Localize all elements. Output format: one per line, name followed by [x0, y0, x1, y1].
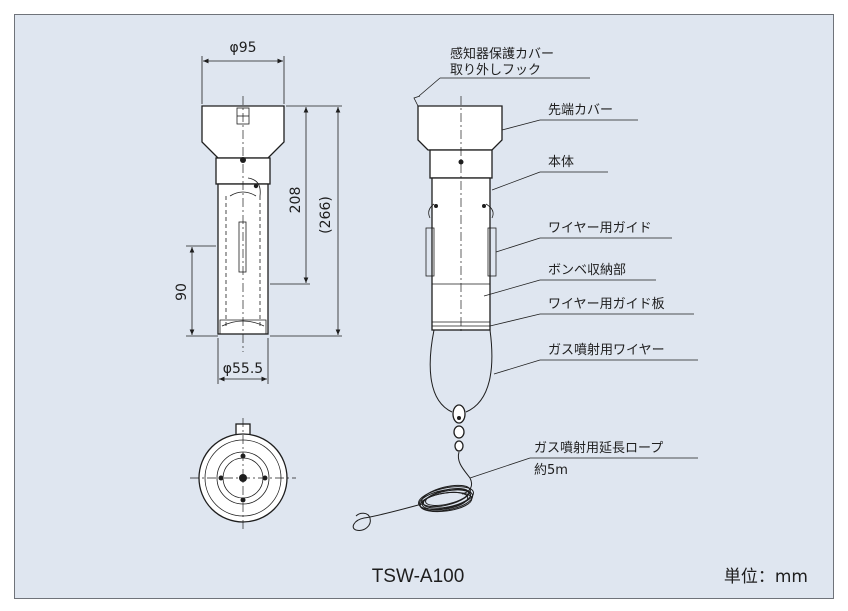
front-view [186, 56, 342, 384]
unit-label: 単位：mm [724, 567, 808, 587]
top-view [190, 418, 296, 532]
dim-266: (266) [318, 196, 334, 234]
dim-top-diameter: φ95 [229, 40, 256, 56]
dim-90: 90 [174, 283, 190, 301]
model-number: TSW-A100 [372, 566, 465, 587]
label-rope-length: 約5m [534, 463, 568, 478]
dim-208: 208 [288, 187, 304, 214]
label-tip-cover: 先端カバー [548, 103, 613, 118]
label-body: 本体 [548, 155, 574, 170]
label-extension-rope: ガス噴射用延長ロープ [534, 440, 663, 456]
label-wire-guide: ワイヤー用ガイド [548, 221, 652, 236]
rope-coil [418, 484, 474, 513]
label-cylinder-storage: ボンベ収納部 [548, 263, 626, 278]
label-hook-line1: 感知器保護カバー [450, 46, 554, 62]
label-hook-line2: 取り外しフック [450, 63, 541, 78]
leader-lines [418, 77, 698, 479]
label-gas-wire: ガス噴射用ワイヤー [548, 342, 665, 358]
side-view [352, 95, 503, 531]
label-wire-guide-plate: ワイヤー用ガイド板 [548, 297, 665, 312]
dim-bottom-diameter: φ55.5 [223, 361, 263, 377]
